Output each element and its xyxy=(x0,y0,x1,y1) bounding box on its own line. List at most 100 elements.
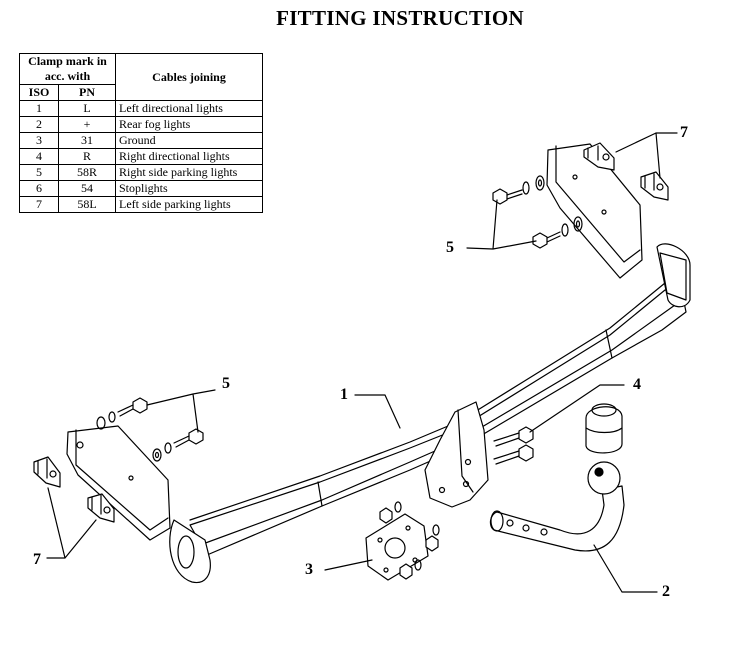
washer xyxy=(535,175,545,191)
leader-line xyxy=(324,559,373,571)
pn-cell: 58L xyxy=(58,196,116,213)
clamps-right xyxy=(583,132,678,201)
washer xyxy=(561,223,569,237)
clamps-left xyxy=(33,456,115,559)
table-header-row: Clamp mark in acc. with Cables joining xyxy=(19,53,263,101)
crossbar-right-opening xyxy=(659,252,687,301)
neck-hole xyxy=(540,528,548,536)
bracket-hole xyxy=(572,174,578,180)
leader-line xyxy=(593,544,658,593)
neck-end xyxy=(490,510,504,532)
center-mount-bracket xyxy=(424,401,489,508)
desc-cell: Left side parking lights xyxy=(115,196,263,213)
callout-bolts-right: 5 xyxy=(446,239,454,256)
socket-hole xyxy=(384,537,406,559)
bracket-hole xyxy=(464,458,472,466)
tow-ball-highlight xyxy=(594,467,604,477)
ball-neck xyxy=(489,403,658,593)
pn-header: PN xyxy=(58,84,116,101)
crossbar-weld-right xyxy=(605,329,613,359)
leader-line xyxy=(466,199,537,250)
washer xyxy=(537,179,543,187)
table-row: 4 R Right directional lights xyxy=(19,148,263,165)
bolt-shank xyxy=(117,404,134,417)
socket-plate xyxy=(324,501,440,581)
washer xyxy=(573,216,583,232)
plate-hole xyxy=(405,525,411,531)
bracket-hole xyxy=(462,480,470,488)
nut xyxy=(399,563,413,580)
neck-hole xyxy=(506,519,514,527)
ball-bolts xyxy=(493,384,625,465)
bolt-head xyxy=(492,188,508,205)
bracket-hole xyxy=(601,209,607,215)
center-bracket-fold xyxy=(457,409,474,493)
desc-cell: Ground xyxy=(115,132,263,149)
washer xyxy=(522,181,530,195)
clamp-detail xyxy=(37,458,48,479)
clamp-hole xyxy=(602,153,610,161)
clamp-hole xyxy=(656,183,664,191)
washer xyxy=(575,220,581,228)
clamp-detail xyxy=(91,494,102,515)
ball-cover-top xyxy=(591,403,617,417)
bolt-head xyxy=(518,444,534,462)
callout-bolts-left: 5 xyxy=(222,375,230,392)
washer xyxy=(414,559,422,571)
crossbar-weld-left xyxy=(317,481,323,507)
bolt-shank xyxy=(493,450,520,465)
cable-joining-table: Clamp mark in acc. with Cables joining I… xyxy=(19,53,263,213)
crossbar-right-end xyxy=(656,243,691,308)
bolt-head xyxy=(132,397,148,414)
leader-line xyxy=(146,389,216,433)
washer xyxy=(152,448,162,462)
leader-line-main-bar xyxy=(354,394,401,429)
clamp-detail xyxy=(587,145,599,161)
leader-line xyxy=(46,487,97,559)
right-bracket-edge xyxy=(555,145,641,263)
desc-cell: Stoplights xyxy=(115,180,263,197)
bolt-head xyxy=(518,426,534,444)
nut xyxy=(379,507,393,524)
neck-hole xyxy=(522,524,530,532)
left-bracket-plate xyxy=(66,425,171,541)
callout-ball-neck: 2 xyxy=(662,583,670,600)
callout-clamps-left: 7 xyxy=(33,551,41,568)
bolt-shank xyxy=(173,435,190,448)
clamp-hole xyxy=(103,506,111,514)
ball-cover xyxy=(585,406,623,454)
center-bracket-plate xyxy=(424,401,489,508)
crossbar-upper-edge xyxy=(189,282,666,521)
neck-tube xyxy=(489,485,625,552)
washer xyxy=(154,451,160,459)
table-row: 7 58L Left side parking lights xyxy=(19,196,263,213)
desc-cell: Right side parking lights xyxy=(115,164,263,181)
left-bracket-edge xyxy=(75,429,169,531)
left-side-bracket xyxy=(66,425,171,541)
pn-cell: 54 xyxy=(58,180,116,197)
callout-clamps-right: 7 xyxy=(680,124,688,141)
plate-hole xyxy=(377,537,383,543)
clamp-detail xyxy=(644,173,655,191)
desc-cell: Right directional lights xyxy=(115,148,263,165)
bracket-hole xyxy=(438,486,446,494)
bolt-shank xyxy=(493,432,520,447)
washer xyxy=(96,416,106,430)
crossbar-left-end xyxy=(169,519,211,584)
nut xyxy=(425,535,439,552)
plate-hole xyxy=(383,567,389,573)
washer xyxy=(394,501,402,513)
bolt-head xyxy=(532,232,548,249)
crossbar-body xyxy=(189,289,687,556)
page-title: FITTING INSTRUCTION xyxy=(276,6,524,30)
table-row: 3 31 Ground xyxy=(19,132,263,149)
leader-line xyxy=(615,132,678,179)
washer xyxy=(108,411,116,423)
bolt-shank xyxy=(546,231,561,243)
callout-socket-plate: 3 xyxy=(305,561,313,578)
iso-cell: 7 xyxy=(19,196,59,213)
socket-plate-body xyxy=(365,513,429,581)
clamp-plate xyxy=(583,142,615,171)
washer xyxy=(164,442,172,454)
